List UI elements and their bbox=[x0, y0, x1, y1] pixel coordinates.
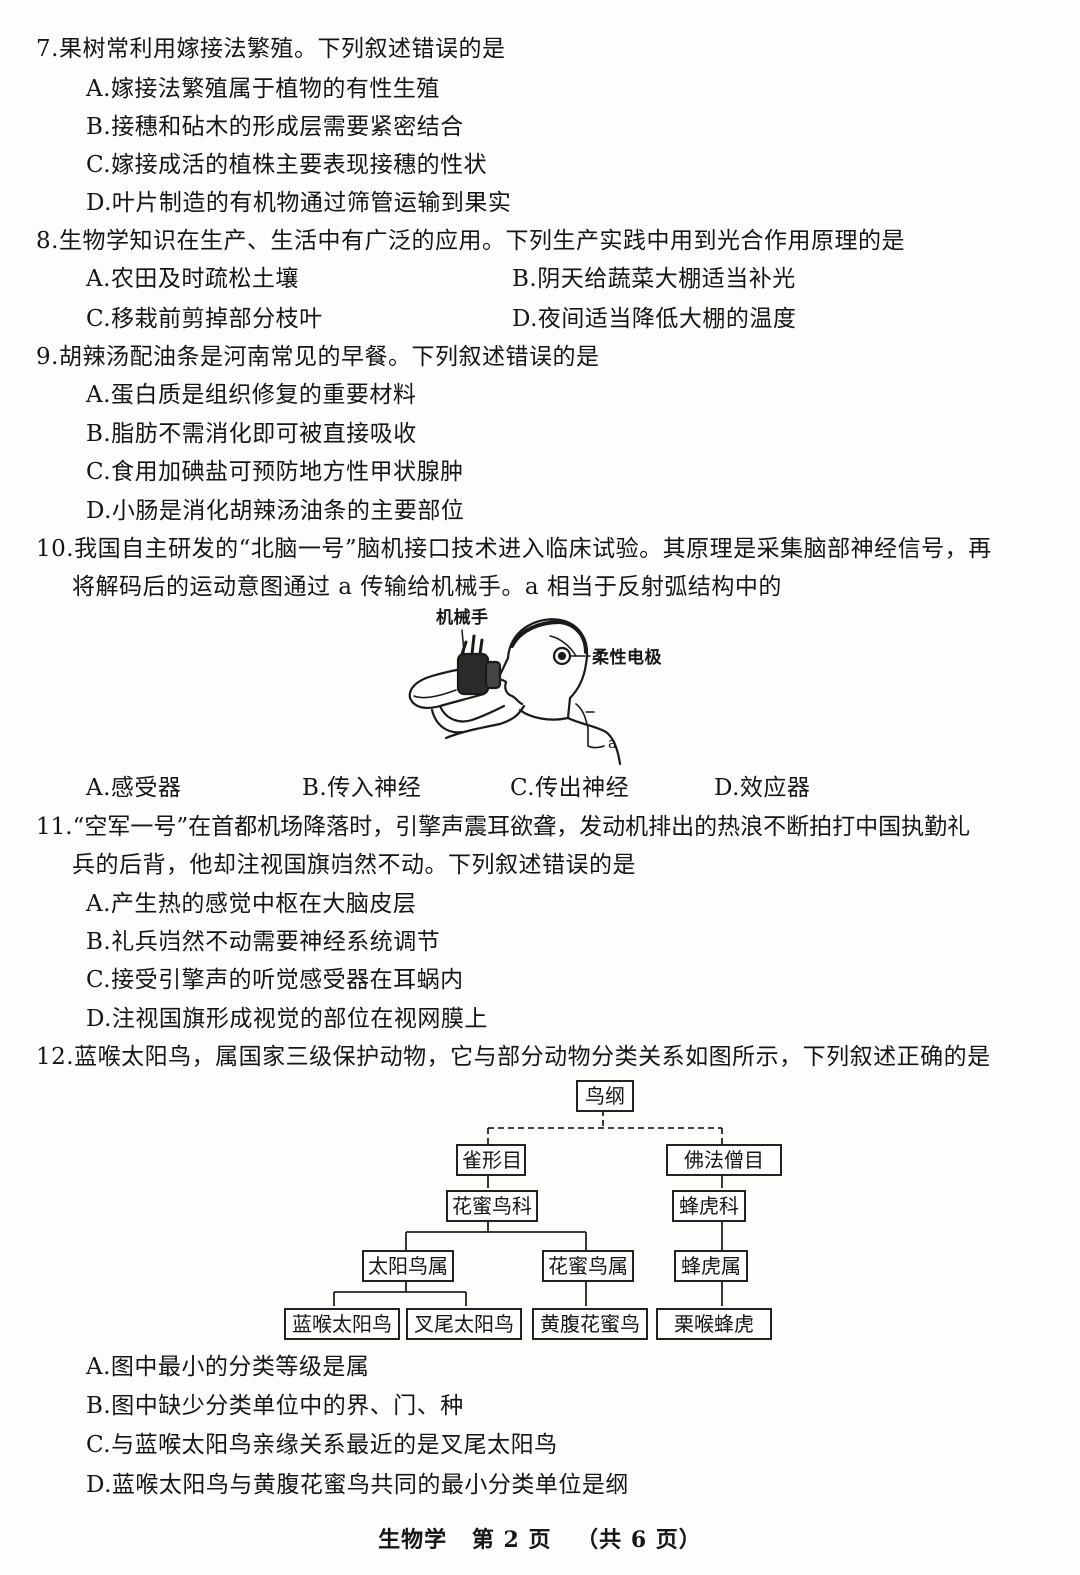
label-a: a bbox=[608, 734, 618, 752]
tree-connectors bbox=[333, 1110, 723, 1306]
q9-option-c: C.食用加碘盐可预防地方性甲状腺肿 bbox=[86, 459, 464, 485]
q12-option-a: A.图中最小的分类等级是属 bbox=[86, 1354, 370, 1380]
bci-illustration bbox=[408, 618, 622, 766]
node-order-passeriformes: 雀形目 bbox=[456, 1144, 526, 1176]
q11-option-d: D.注视国旗形成视觉的部位在视网膜上 bbox=[86, 1006, 488, 1032]
q11-option-c: C.接受引擎声的听觉感受器在耳蜗内 bbox=[86, 967, 464, 993]
node-species-fork-tailed-sunbird: 叉尾太阳鸟 bbox=[406, 1308, 522, 1340]
q12-stem: 12.蓝喉太阳鸟，属国家三级保护动物，它与部分动物分类关系如图所示，下列叙述正确… bbox=[36, 1044, 991, 1070]
q9-stem: 9.胡辣汤配油条是河南常见的早餐。下列叙述错误的是 bbox=[36, 344, 600, 370]
q8-stem: 8.生物学知识在生产、生活中有广泛的应用。下列生产实践中用到光合作用原理的是 bbox=[36, 228, 905, 254]
node-class-aves: 鸟纲 bbox=[576, 1080, 634, 1112]
q7-option-b: B.接穗和砧木的形成层需要紧密结合 bbox=[86, 114, 464, 140]
label-flexible-electrode: 柔性电极 bbox=[592, 648, 662, 668]
bci-figure: 机械手 柔性电极 a bbox=[400, 606, 690, 766]
q7-option-a: A.嫁接法繁殖属于植物的有性生殖 bbox=[86, 76, 440, 102]
q11-option-a: A.产生热的感觉中枢在大脑皮层 bbox=[86, 891, 417, 917]
q7-stem: 7.果树常利用嫁接法繁殖。下列叙述错误的是 bbox=[36, 36, 506, 62]
node-genus-cinnyris: 花蜜鸟属 bbox=[542, 1250, 634, 1282]
q10-option-c: C.传出神经 bbox=[510, 775, 630, 801]
node-genus-aethopyga: 太阳鸟属 bbox=[362, 1250, 454, 1282]
robotic-hand-icon bbox=[456, 652, 490, 696]
q11-stem-line2: 兵的后背，他却注视国旗岿然不动。下列叙述错误的是 bbox=[72, 852, 636, 878]
node-family-nectariniidae: 花蜜鸟科 bbox=[446, 1190, 538, 1222]
q9-option-d: D.小肠是消化胡辣汤油条的主要部位 bbox=[86, 498, 465, 524]
q8-option-a: A.农田及时疏松土壤 bbox=[86, 266, 299, 292]
node-genus-merops: 蜂虎属 bbox=[674, 1250, 748, 1282]
node-order-coraciiformes: 佛法僧目 bbox=[666, 1144, 782, 1176]
q8-option-d: D.夜间适当降低大棚的温度 bbox=[512, 306, 797, 332]
footer-subject: 生物学 bbox=[378, 1527, 448, 1553]
q11-option-b: B.礼兵岿然不动需要神经系统调节 bbox=[86, 929, 441, 955]
label-robotic-hand: 机械手 bbox=[436, 608, 489, 628]
page-footer: 生物学 第 2 页 （共 6 页） bbox=[0, 1522, 1080, 1554]
q10-option-b: B.传入神经 bbox=[302, 775, 422, 801]
footer-page-number: 第 2 页 bbox=[471, 1527, 552, 1553]
signal-cable-a bbox=[575, 703, 605, 749]
footer-total-pages: （共 6 页） bbox=[576, 1527, 702, 1553]
node-species-olive-backed-sunbird: 黄腹花蜜鸟 bbox=[532, 1308, 648, 1340]
q9-option-b: B.脂肪不需消化即可被直接吸收 bbox=[86, 421, 417, 447]
node-family-meropidae: 蜂虎科 bbox=[672, 1190, 746, 1222]
node-species-chestnut-throated-bee-eater: 栗喉蜂虎 bbox=[656, 1308, 772, 1340]
q7-option-c: C.嫁接成活的植株主要表现接穗的性状 bbox=[86, 152, 488, 178]
q9-option-a: A.蛋白质是组织修复的重要材料 bbox=[86, 382, 417, 408]
q10-stem-line1: 10.我国自主研发的“北脑一号”脑机接口技术进入临床试验。其原理是采集脑部神经信… bbox=[36, 536, 992, 562]
q11-stem-line1: 11.“空军一号”在首都机场降落时，引擎声震耳欲聋，发动机排出的热浪不断拍打中国… bbox=[36, 814, 971, 840]
q10-option-d: D.效应器 bbox=[714, 775, 811, 801]
q12-option-b: B.图中缺少分类单位中的界、门、种 bbox=[86, 1393, 464, 1419]
q12-option-c: C.与蓝喉太阳鸟亲缘关系最近的是叉尾太阳鸟 bbox=[86, 1432, 558, 1458]
node-species-blue-throated-sunbird: 蓝喉太阳鸟 bbox=[284, 1308, 400, 1340]
taxonomy-tree: 鸟纲 雀形目 佛法僧目 花蜜鸟科 蜂虎科 太阳鸟属 花蜜鸟属 蜂虎属 蓝喉太阳鸟… bbox=[270, 1070, 790, 1355]
q8-option-b: B.阴天给蔬菜大棚适当补光 bbox=[512, 266, 796, 292]
q7-option-d: D.叶片制造的有机物通过筛管运输到果实 bbox=[86, 190, 512, 216]
q10-option-a: A.感受器 bbox=[86, 775, 182, 801]
face-outline bbox=[496, 656, 524, 706]
q8-option-c: C.移栽前剪掉部分枝叶 bbox=[86, 306, 323, 332]
hair-outline bbox=[510, 620, 588, 654]
q10-stem-line2: 将解码后的运动意图通过 a 传输给机械手。a 相当于反射弧结构中的 bbox=[72, 574, 782, 600]
q12-option-d: D.蓝喉太阳鸟与黄腹花蜜鸟共同的最小分类单位是纲 bbox=[86, 1472, 629, 1498]
